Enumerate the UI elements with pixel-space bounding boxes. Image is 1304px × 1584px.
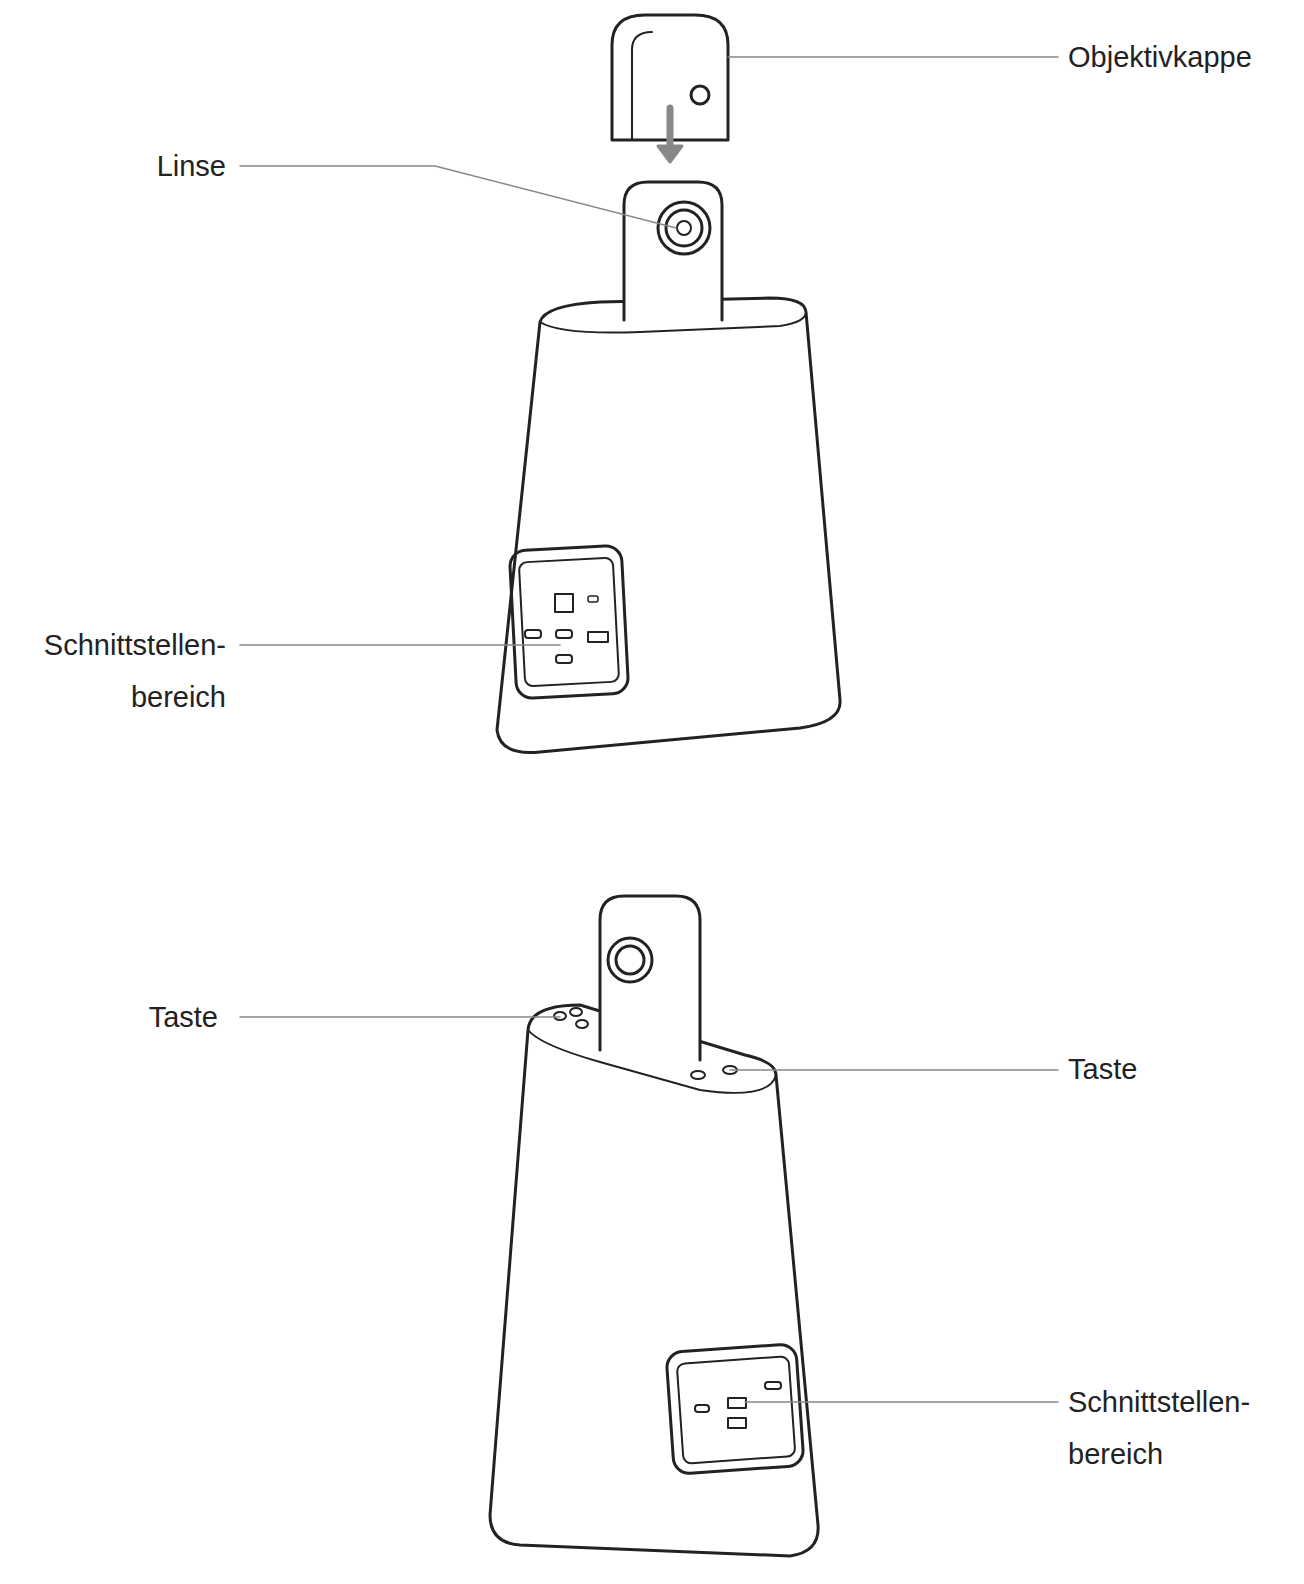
part-label: Schnittstellen- bereich <box>1068 1376 1250 1480</box>
part-label: Objektivkappe <box>1068 31 1252 83</box>
part-label: Taste <box>1068 1043 1137 1095</box>
part-label: Taste <box>149 991 218 1043</box>
part-label: Linse <box>157 140 226 192</box>
part-label: Schnittstellen- bereich <box>44 619 226 723</box>
